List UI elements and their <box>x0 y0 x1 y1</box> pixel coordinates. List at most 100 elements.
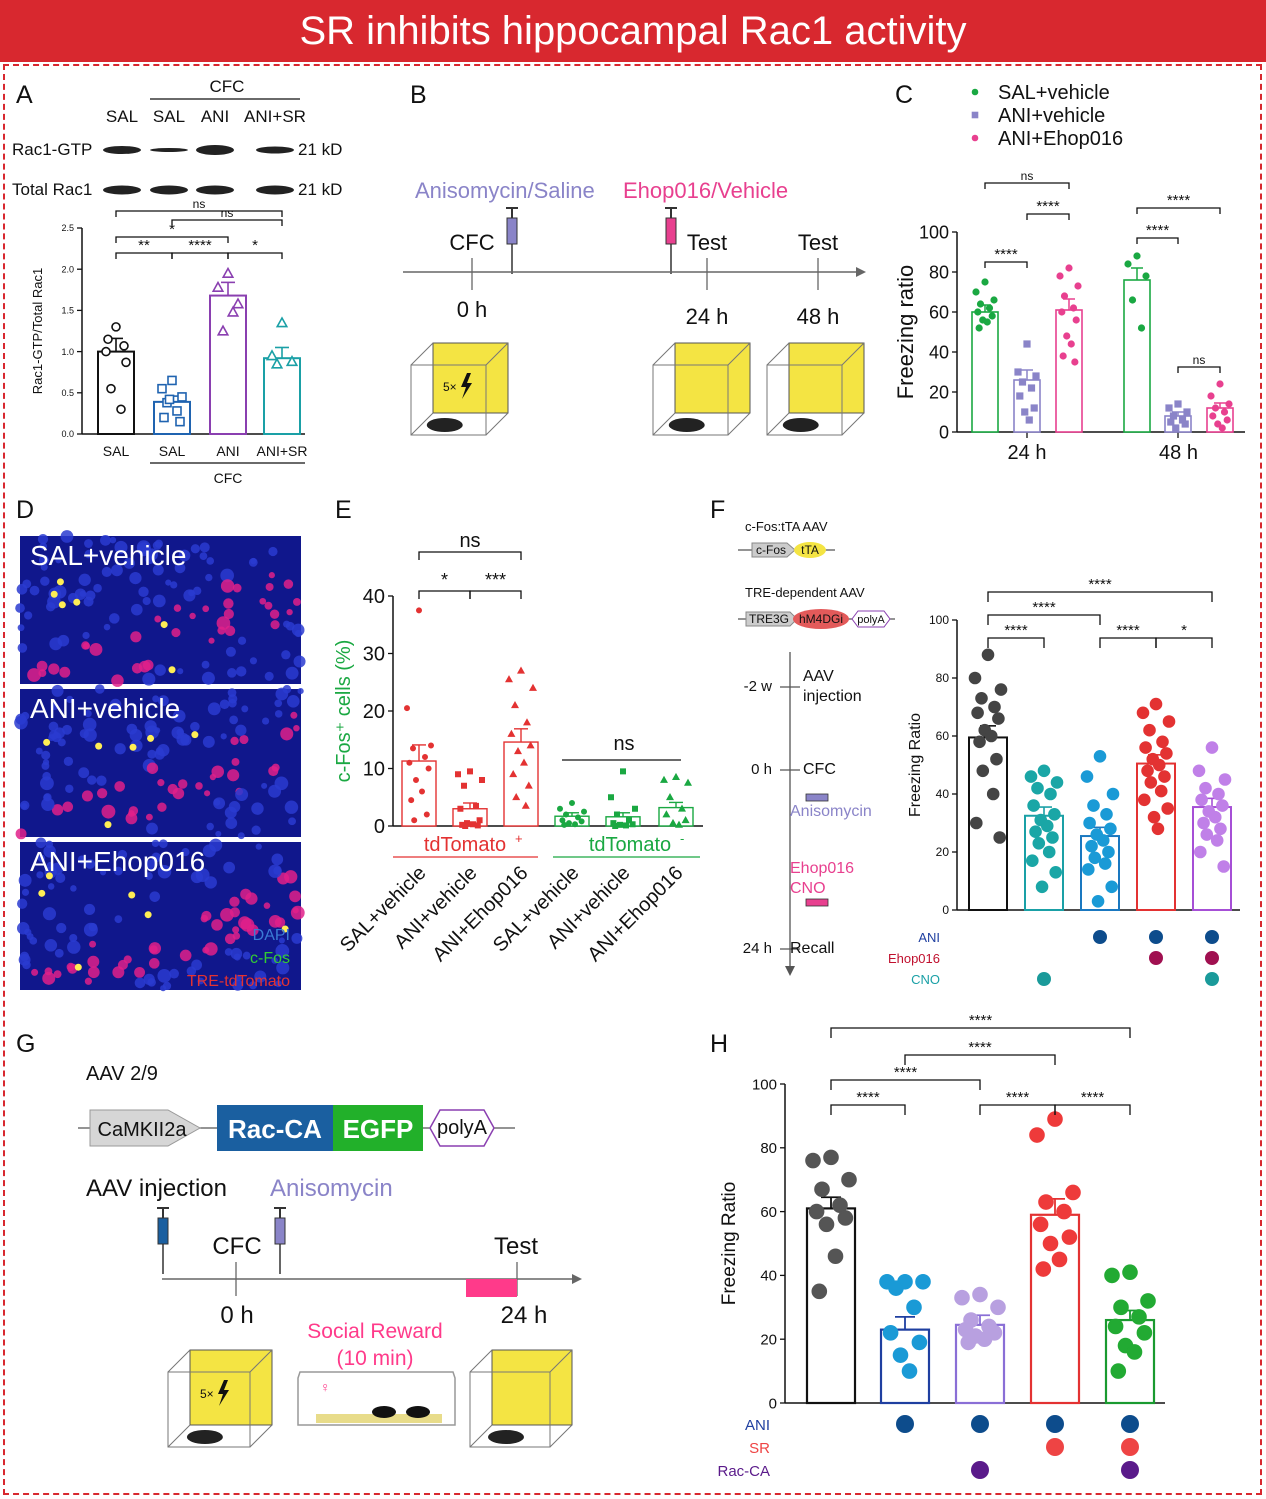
panelE-point <box>669 818 677 827</box>
panelF-point <box>1197 816 1210 830</box>
panelH-comparison-bracket <box>904 1054 1056 1065</box>
panelH-comparison-bracket <box>830 1027 1131 1038</box>
panelD-cell <box>157 865 172 879</box>
panelD-cell <box>195 868 210 883</box>
panelC-point <box>1223 416 1231 424</box>
panelE-point <box>507 729 516 737</box>
panelD-cell <box>62 801 74 813</box>
panelD-cell <box>162 981 172 991</box>
panelE-point <box>580 808 587 815</box>
panelD-cell <box>286 694 300 708</box>
panelC-y-tick-label: 0 <box>939 422 949 442</box>
panelD-cell <box>59 666 71 678</box>
panelE-point <box>607 794 614 801</box>
panelD-cell <box>45 602 56 612</box>
panelD-cell <box>63 756 74 766</box>
panelD-cell <box>190 721 200 732</box>
panelD-cell <box>103 623 111 631</box>
panelF-timeline-event: Ehop016 <box>790 860 854 877</box>
panelD-cell <box>209 773 217 781</box>
panelH-point <box>1136 1325 1153 1341</box>
panelF-timeline-event: CFC <box>803 761 836 778</box>
panelE-point <box>411 817 418 824</box>
panelD-cell <box>101 566 112 578</box>
panelE-point <box>403 705 410 712</box>
panelH-point <box>1061 1229 1078 1245</box>
panelF-condition-label: CNO <box>911 972 940 987</box>
panelG-bedding <box>316 1414 442 1423</box>
panelD-cell <box>246 924 259 936</box>
panelA-point <box>119 341 129 351</box>
panelD-double-positive-cell <box>50 590 58 598</box>
panelD-cell <box>220 733 227 740</box>
panelC-y-tick-label: 60 <box>929 302 949 322</box>
panelH-point <box>1110 1363 1127 1379</box>
panelD-cell <box>169 968 179 979</box>
panelH-condition-dot <box>1046 1415 1064 1433</box>
panelF-timeline-time: 0 h <box>751 761 772 778</box>
panelG-social-reward-bar <box>466 1279 517 1297</box>
panelD-cell <box>232 979 244 991</box>
panelD-legend-label: TRE-tdTomato <box>187 973 290 990</box>
panelD-cell <box>290 711 298 719</box>
panelC-comparison-bracket <box>984 182 1070 189</box>
panelA-blot-kd: 21 kD <box>298 180 342 199</box>
panelF-point <box>1106 787 1120 801</box>
panelH-point <box>1113 1299 1129 1316</box>
panelD-double-positive-cell <box>144 911 152 919</box>
panelF-point <box>1027 799 1040 812</box>
panelD-cell <box>263 902 271 909</box>
panelA-x-tick-label: ANI <box>216 443 239 459</box>
panelB-chamber-mouse-icon <box>668 418 705 432</box>
panelC-point <box>1030 404 1038 412</box>
panelF-condition-dot <box>1149 930 1163 944</box>
panelC-comparison-bracket <box>1026 213 1070 220</box>
panelD-cell <box>230 736 239 746</box>
panelD-cell <box>22 960 31 970</box>
panelD-cell <box>209 838 223 852</box>
panelE-point <box>526 741 535 749</box>
panelD-cell <box>56 922 67 934</box>
panelD-cell <box>128 806 139 816</box>
panelH-y-tick-label: 40 <box>760 1268 777 1285</box>
panelA-x-tick-label: SAL <box>103 443 130 459</box>
panelB-chamber-back-wall <box>788 342 865 414</box>
panelD-cell <box>15 603 25 613</box>
panelA-point <box>172 406 182 416</box>
panelC-point <box>1225 400 1233 408</box>
panelF-condition-label: Ehop016 <box>888 951 940 966</box>
panelA-point <box>101 346 111 357</box>
panelD-cell <box>69 933 78 943</box>
panelH-point <box>823 1149 839 1166</box>
panelF-point <box>1093 749 1107 763</box>
panelD-cell <box>81 641 90 650</box>
panelD-cell <box>109 698 122 711</box>
panelF-point <box>1161 802 1174 815</box>
panelF-point <box>1162 715 1176 728</box>
panelF-timeline-time: 24 h <box>743 940 772 957</box>
panelE-point <box>662 810 671 818</box>
panelA-comparison-label: **** <box>188 237 212 254</box>
panelF-aav2-polya <box>851 610 891 628</box>
panelH-point <box>1032 1216 1049 1233</box>
panelD-cell <box>138 586 149 597</box>
panelF-point <box>1102 845 1115 859</box>
panelA-y-tick-label: 1.5 <box>61 306 74 316</box>
panelC-comparison-bracket <box>1177 366 1221 373</box>
panelD-cell <box>84 549 94 559</box>
panelH-point <box>837 1210 854 1226</box>
panelD-cell <box>251 802 264 815</box>
panelD-cell <box>87 955 100 968</box>
panelH-y-tick-label: 20 <box>760 1331 777 1348</box>
panelE-bar <box>401 760 437 827</box>
panelA-blot-band <box>150 148 188 152</box>
panelG-timeline-arrow <box>572 1274 582 1284</box>
panelF-point <box>1194 845 1207 859</box>
panelD-cell <box>87 775 97 785</box>
panelC-point <box>1060 292 1069 300</box>
panelF-point <box>981 648 995 662</box>
panelD-double-positive-cell <box>38 889 46 897</box>
panelH-point <box>818 1216 835 1233</box>
panelH-comparison-label: **** <box>968 1039 992 1056</box>
panelH-comparison-bracket <box>1054 1104 1131 1115</box>
